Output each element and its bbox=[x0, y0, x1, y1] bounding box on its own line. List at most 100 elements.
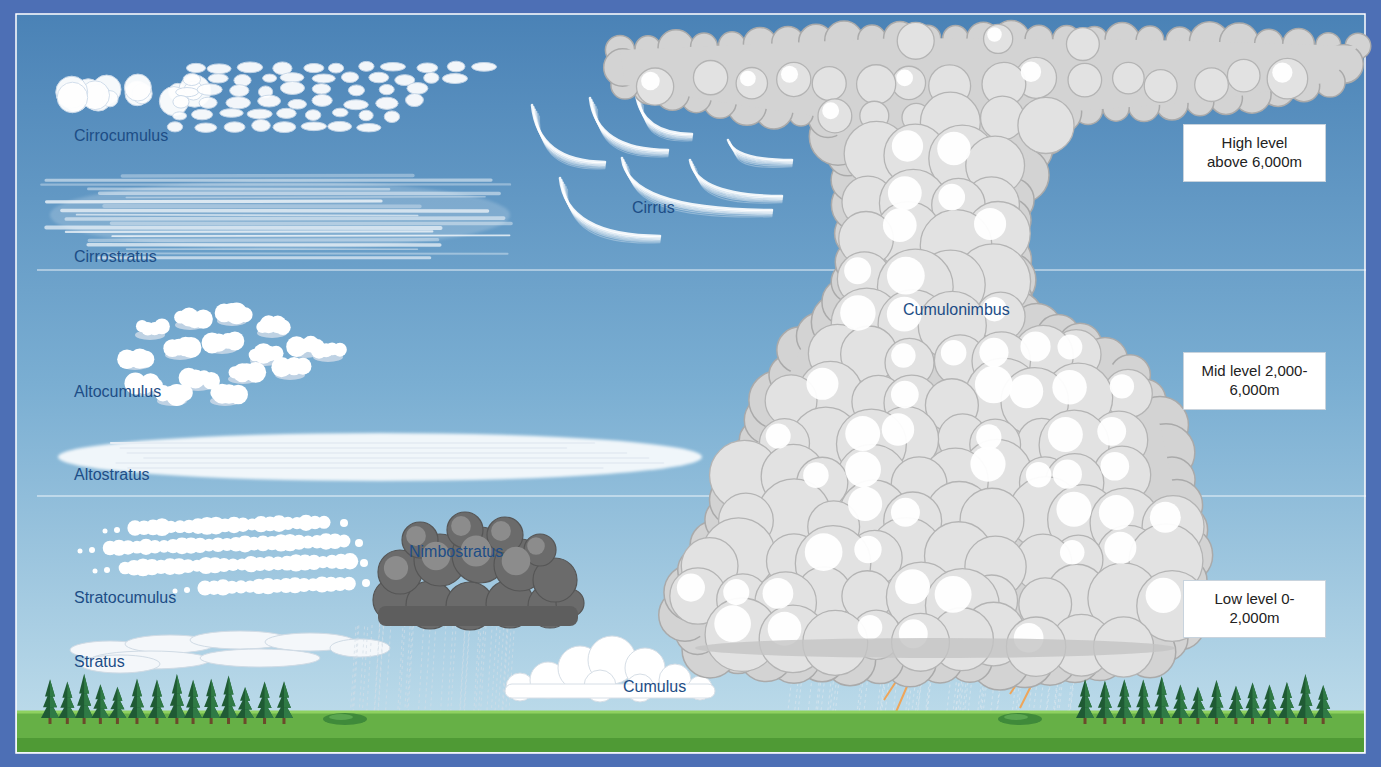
altostratus-cloud bbox=[58, 433, 702, 481]
cloud-puff bbox=[1104, 532, 1136, 564]
tree-crown bbox=[229, 676, 234, 695]
cloud-puff bbox=[238, 307, 253, 322]
cloud-puff bbox=[987, 27, 1002, 42]
cloud-puff bbox=[317, 516, 330, 529]
cloud-puff bbox=[1048, 417, 1083, 452]
cloud-streak bbox=[77, 214, 418, 217]
cloud-puff bbox=[197, 84, 222, 95]
cloud-streak bbox=[62, 209, 488, 213]
cloud-puff bbox=[845, 416, 880, 451]
cloud-puff bbox=[344, 100, 369, 110]
stratocumulus-cloud bbox=[78, 515, 371, 596]
cloud-puff bbox=[195, 123, 217, 132]
cloud-puff bbox=[332, 108, 348, 117]
cloud-puff bbox=[897, 22, 934, 59]
tree-crown bbox=[1216, 680, 1221, 697]
cloud-puff bbox=[328, 63, 343, 73]
cloud-puff bbox=[359, 110, 373, 121]
tree-crown bbox=[265, 682, 270, 698]
cloud-puff bbox=[693, 60, 727, 94]
cloud-streak bbox=[105, 252, 508, 254]
cloud-puff bbox=[975, 366, 1013, 404]
tree-crown bbox=[279, 681, 289, 697]
cloud-name: Stratocumulus bbox=[74, 588, 176, 607]
tree bbox=[1153, 676, 1171, 724]
tree bbox=[75, 674, 93, 724]
tree-crown bbox=[1143, 679, 1148, 696]
tree-crown bbox=[1231, 686, 1241, 700]
rain bbox=[486, 624, 492, 722]
cloud-puff bbox=[1060, 540, 1085, 565]
cloud-puff bbox=[333, 343, 347, 357]
cloud-puff bbox=[1018, 97, 1074, 153]
tree-crown bbox=[284, 681, 289, 697]
cloud-puff bbox=[294, 358, 311, 375]
cloud-base bbox=[378, 606, 578, 626]
level-box: Low level 0-2,000m bbox=[1183, 580, 1326, 638]
cloud-puff bbox=[258, 95, 281, 107]
cloud-name: Stratus bbox=[74, 652, 125, 671]
tree-crown bbox=[1157, 676, 1167, 695]
tree-crown bbox=[112, 687, 122, 701]
cloud-puff bbox=[451, 516, 471, 536]
rain bbox=[374, 624, 380, 722]
rain bbox=[430, 625, 436, 722]
tree bbox=[1227, 686, 1245, 724]
cloud-name: Altocumulus bbox=[74, 382, 161, 401]
tree bbox=[1096, 681, 1114, 724]
ground bbox=[17, 674, 1364, 752]
cloud-puff bbox=[812, 67, 846, 101]
cloud-streak bbox=[127, 248, 418, 250]
cloud-streak bbox=[66, 230, 433, 233]
cloud-puff bbox=[941, 340, 967, 366]
rain bbox=[362, 627, 368, 722]
rain bbox=[491, 627, 497, 722]
cloud-puff bbox=[803, 462, 829, 488]
cloud-puff bbox=[974, 208, 1006, 240]
cloud-puff bbox=[341, 72, 358, 82]
rain bbox=[473, 625, 479, 722]
rain bbox=[494, 624, 500, 722]
tree-crown bbox=[117, 687, 122, 701]
rain bbox=[353, 625, 359, 722]
cloud-puff bbox=[895, 569, 930, 604]
tree-crown bbox=[1080, 679, 1090, 696]
cirrus-wisp bbox=[538, 114, 605, 168]
cloud-puff bbox=[502, 547, 531, 576]
cloud-puff bbox=[491, 521, 511, 541]
tree-crown bbox=[1248, 682, 1258, 698]
cloud-streak bbox=[112, 235, 509, 238]
cloud-streak bbox=[46, 179, 491, 182]
cloud-puff bbox=[736, 67, 767, 98]
cloud-puff bbox=[312, 84, 330, 94]
tree-crown bbox=[1175, 684, 1185, 699]
cloud-puff bbox=[360, 559, 368, 567]
rain bbox=[378, 626, 384, 722]
tree-crown bbox=[1162, 676, 1167, 695]
cloud-puff bbox=[273, 122, 296, 133]
cloud-puff bbox=[891, 381, 919, 409]
tree bbox=[41, 679, 59, 724]
tree-crown bbox=[1193, 687, 1203, 701]
cloud-puff bbox=[384, 556, 408, 580]
cloud-puff bbox=[348, 85, 364, 96]
tree-crown bbox=[1264, 684, 1274, 699]
cloud-puff bbox=[312, 74, 335, 83]
cloud-puff bbox=[424, 72, 439, 83]
cloud-puff bbox=[380, 63, 405, 71]
cloud-puff bbox=[447, 61, 465, 72]
cirrus-wisp bbox=[537, 112, 606, 166]
tree-crown bbox=[1287, 682, 1292, 698]
cloud-puff bbox=[1097, 417, 1126, 446]
cloud-puff bbox=[207, 64, 231, 74]
tree-crown bbox=[1105, 681, 1110, 698]
cloud-puff bbox=[818, 99, 852, 133]
cloud-puff bbox=[89, 547, 95, 553]
cloud-puff bbox=[970, 446, 1005, 481]
cloud-puffs bbox=[636, 22, 1307, 677]
cloud-name: Cirrus bbox=[632, 198, 675, 217]
tree-crown bbox=[157, 679, 162, 696]
tree-crown bbox=[1318, 685, 1328, 700]
cloud-puff bbox=[114, 527, 120, 533]
